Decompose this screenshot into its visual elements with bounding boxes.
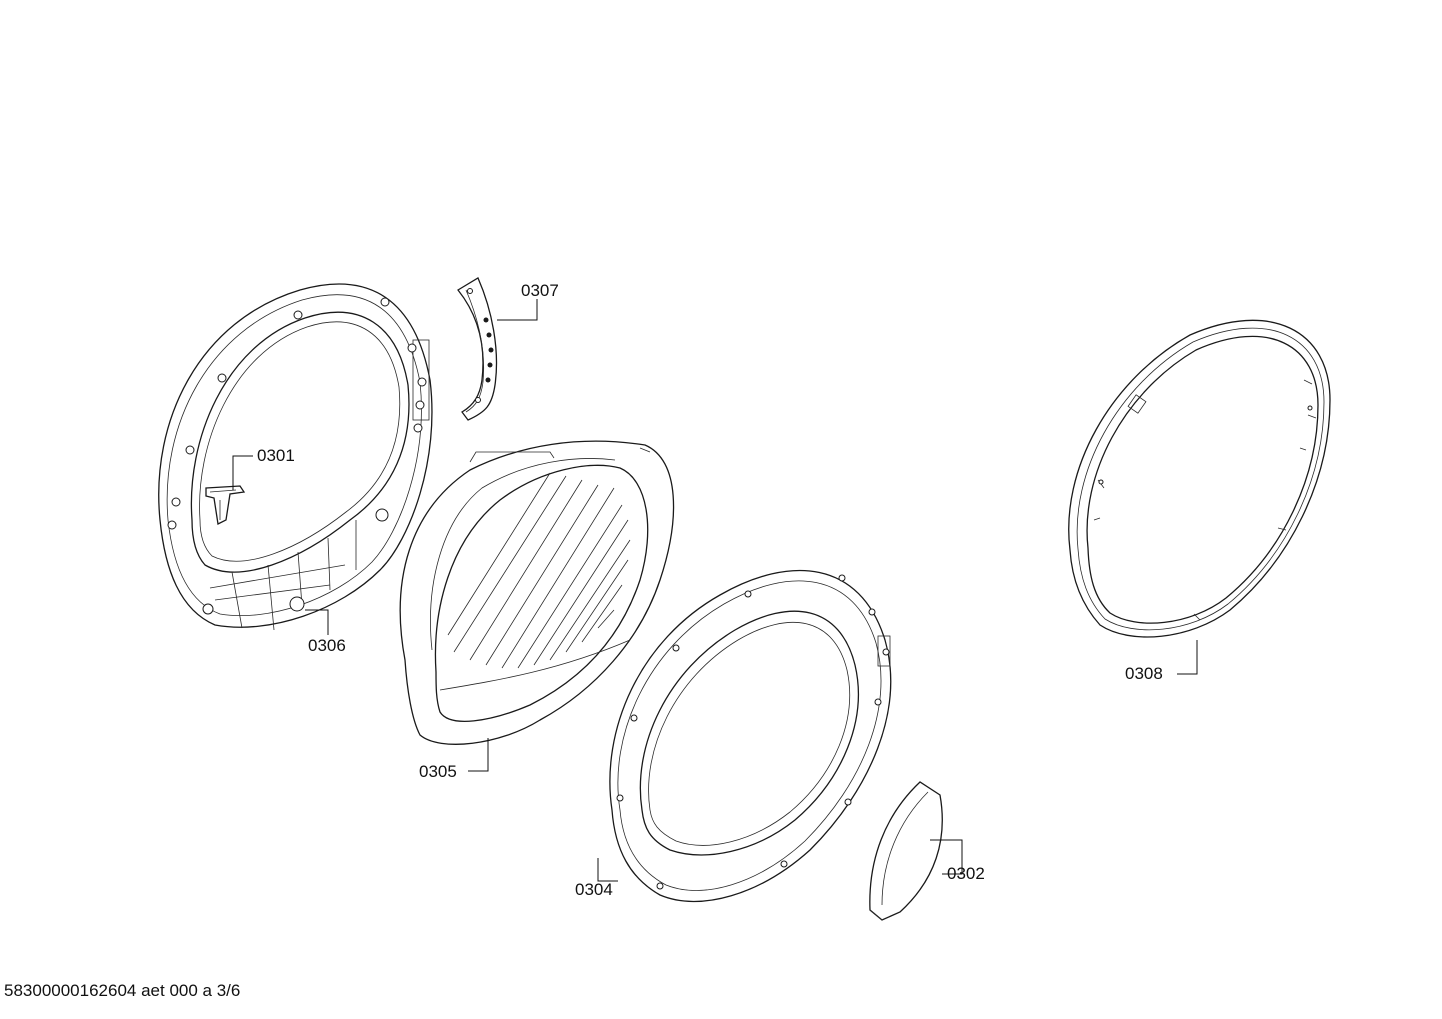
leader-0306 <box>305 609 329 635</box>
part-0307-hinge <box>457 277 498 421</box>
leader-0307 <box>497 299 538 321</box>
part-0301-latch <box>205 485 246 525</box>
leader-0305 <box>468 738 489 772</box>
part-0305-door-glass <box>399 440 675 745</box>
part-0302-handle <box>869 781 943 921</box>
callout-0302: 0302 <box>947 864 985 883</box>
callout-0307: 0307 <box>521 281 559 300</box>
part-0306-door-frame <box>158 283 433 631</box>
leader-0301 <box>232 455 253 490</box>
part-0304-door-ring <box>609 569 892 903</box>
callout-0306: 0306 <box>308 636 346 655</box>
callout-0305: 0305 <box>419 762 457 781</box>
leader-0304 <box>597 858 618 882</box>
callout-0308: 0308 <box>1125 664 1163 683</box>
part-0308-seal-ring <box>1068 319 1331 638</box>
leader-lines <box>232 299 1198 882</box>
callout-0301: 0301 <box>257 446 295 465</box>
callout-0304: 0304 <box>575 880 613 899</box>
leader-0308 <box>1177 640 1198 675</box>
leader-0302 <box>930 839 963 875</box>
document-footer-code: 58300000162604 aet 000 a 3/6 <box>4 981 241 1000</box>
